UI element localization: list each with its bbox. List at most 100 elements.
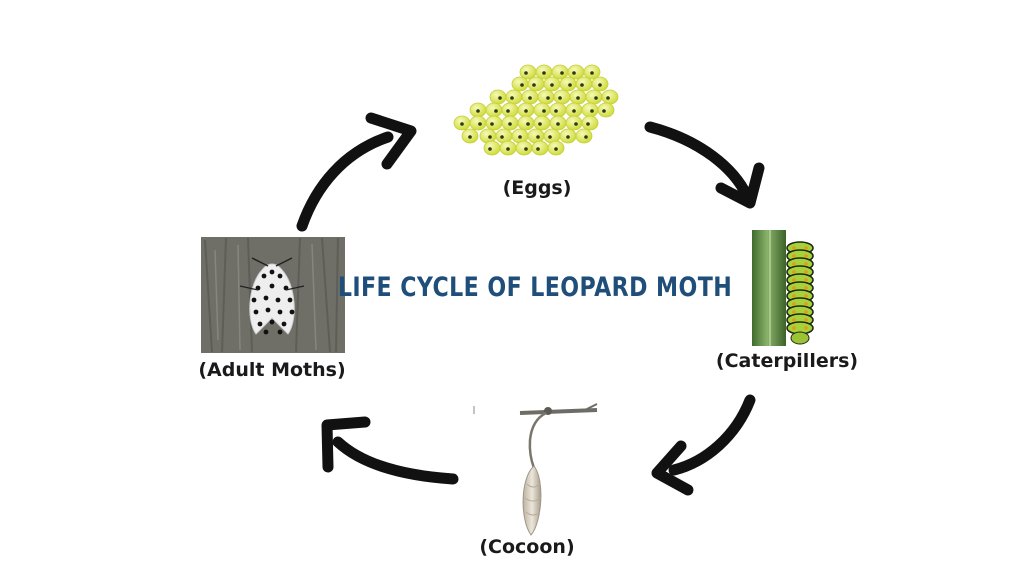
egg-spot [598, 83, 602, 87]
egg-spot [460, 122, 464, 126]
arrow-cocoon-to-adult [321, 416, 459, 485]
egg-spot [584, 135, 588, 139]
moth-spot [265, 307, 271, 313]
moth-spot [277, 329, 283, 335]
egg-spot [510, 96, 514, 100]
hanging-cocoon-image [473, 403, 598, 536]
egg [501, 102, 519, 118]
moth-spot [287, 297, 293, 303]
caterpillar-spot [792, 326, 796, 330]
moth-spot [269, 319, 275, 325]
egg-spot [518, 135, 522, 139]
caterpillar-spot [804, 262, 808, 266]
caterpillar-spot [804, 302, 808, 306]
egg-spot [554, 109, 558, 113]
egg-spot [538, 122, 542, 126]
stage-label-cocoon: (Cocoon) [479, 536, 575, 558]
egg-spot [558, 96, 562, 100]
moth-spot [257, 321, 263, 327]
egg-spot [590, 71, 594, 75]
moth-spot [281, 321, 287, 327]
egg-spot [602, 109, 606, 113]
egg [575, 128, 593, 144]
egg [483, 140, 501, 156]
stage-label-eggs: (Eggs) [502, 177, 572, 199]
egg [515, 140, 533, 156]
moth-spot [251, 297, 257, 303]
egg [585, 89, 603, 105]
egg-spot [546, 96, 550, 100]
egg [559, 76, 577, 92]
egg-spot [478, 122, 482, 126]
adult-moth-on-bark-image [201, 237, 345, 353]
egg-spot [520, 83, 524, 87]
moth-spot [261, 273, 267, 279]
caterpillar-spot [804, 310, 808, 314]
egg [531, 140, 549, 156]
egg-spot [542, 109, 546, 113]
egg [533, 115, 551, 131]
caterpillar-on-stem-image [752, 230, 814, 346]
egg [489, 89, 507, 105]
egg [517, 115, 535, 131]
moth-spot [269, 269, 275, 275]
egg [505, 89, 523, 105]
egg [597, 102, 615, 118]
caterpillar-spot [804, 254, 808, 258]
egg-spot [488, 135, 492, 139]
caterpillar-spot [792, 318, 796, 322]
egg-spot [488, 147, 492, 151]
egg-spot [590, 109, 594, 113]
egg-spot [606, 96, 610, 100]
egg [581, 115, 599, 131]
egg-spot [524, 71, 528, 75]
egg-spot [500, 135, 504, 139]
egg-spot [506, 147, 510, 151]
moth-spot [253, 309, 259, 315]
caterpillar-spot [792, 302, 796, 306]
caterpillar-spot [792, 270, 796, 274]
moth-spot [269, 283, 275, 289]
egg [601, 89, 619, 105]
egg-spot [568, 83, 572, 87]
caterpillar-spot [804, 246, 808, 250]
caterpillar-head [790, 331, 810, 345]
egg [485, 102, 503, 118]
egg [549, 102, 567, 118]
egg [527, 76, 545, 92]
egg-spot [554, 147, 558, 151]
egg-spot [524, 109, 528, 113]
egg [533, 102, 551, 118]
egg-spot [550, 83, 554, 87]
egg-spot [536, 147, 540, 151]
egg-spot [508, 122, 512, 126]
egg [553, 89, 571, 105]
egg-spot [556, 122, 560, 126]
egg-spot [572, 109, 576, 113]
stage-label-caterpillars: (Caterpillers) [715, 350, 859, 372]
moth-spot [277, 273, 283, 279]
caterpillar-spot [804, 326, 808, 330]
caterpillar-spot [804, 278, 808, 282]
caterpillar-spot [804, 270, 808, 274]
arrow-eggs-to-caterpillars [644, 121, 765, 209]
caterpillar-spot [792, 286, 796, 290]
egg-spot [498, 96, 502, 100]
caterpillar-spot [792, 310, 796, 314]
egg-spot [566, 135, 570, 139]
egg-spot [574, 122, 578, 126]
caterpillar-spot [792, 278, 796, 282]
diagram-title: LIFE CYCLE OF LEOPARD MOTH [337, 272, 733, 303]
moth-spot [275, 297, 281, 303]
egg [485, 115, 503, 131]
egg [537, 89, 555, 105]
egg-spot [580, 83, 584, 87]
egg [581, 102, 599, 118]
egg-spot [576, 96, 580, 100]
egg [469, 115, 487, 131]
egg-spot [536, 135, 540, 139]
egg-spot [586, 122, 590, 126]
egg-spot [542, 71, 546, 75]
caterpillar-spot [792, 246, 796, 250]
caterpillar-spot [804, 294, 808, 298]
